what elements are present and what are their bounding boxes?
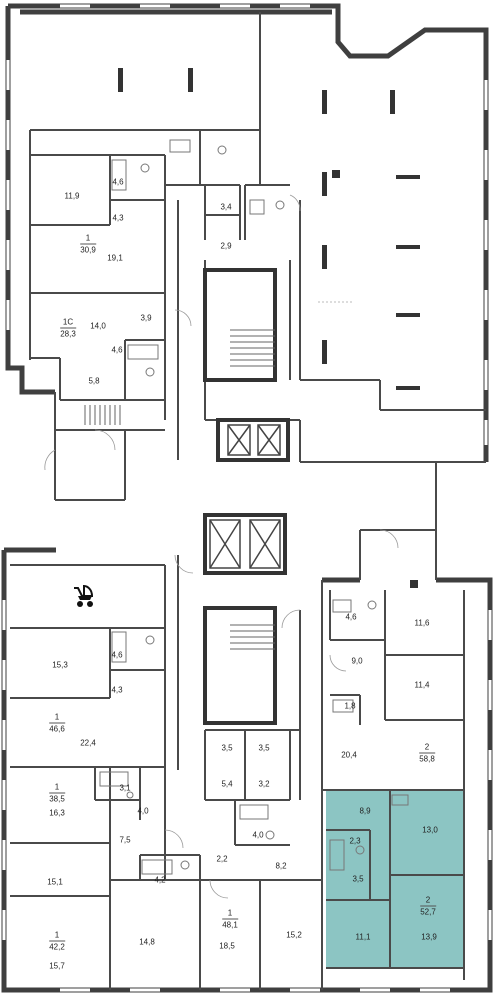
apartment-area: 46,6 [49,722,65,734]
apartment-area: 58,8 [419,752,435,764]
room-area-label: 16,3 [49,808,65,818]
room-area-label: 18,5 [219,941,235,951]
room-area-label: 4,6 [111,345,123,355]
room-area-label: 3,1 [119,783,131,793]
room-area-label: 2,3 [349,836,361,846]
apartment-rooms: 1 [54,930,60,940]
room-area-label: 3,4 [220,202,232,212]
room-area-label: 3,5 [258,743,270,753]
room-area-label: 11,6 [414,618,430,628]
apartment-badge[interactable]: 1 30,9 [77,232,99,255]
room-area-label: 19,1 [107,253,123,263]
apartment-area: 48,1 [222,918,238,930]
room-area-label: 4,3 [112,213,124,223]
room-area-label: 13,9 [421,932,437,942]
apartment-rooms: 2 [424,742,430,752]
apartment-badge[interactable]: 1 48,1 [219,907,241,930]
apartment-area: 42,2 [49,940,65,952]
room-area-label: 15,2 [286,930,302,940]
structural-walls [203,268,290,725]
room-area-label: 4,6 [111,650,123,660]
room-area-label: 14,8 [139,937,155,947]
apartment-badge[interactable]: 1 38,5 [46,781,68,804]
room-area-label: 3,9 [140,313,152,323]
room-area-label: 2,2 [216,854,228,864]
room-area-label: 20,4 [341,750,357,760]
room-area-label: 5,4 [221,779,233,789]
room-area-label: 15,1 [47,877,63,887]
highlighted-apartment-fill[interactable] [326,790,464,968]
door-swings [44,194,399,899]
apartment-rooms: 1 [85,233,91,243]
apartment-badge[interactable]: 1С 28,3 [57,316,79,339]
room-area-label: 1,8 [344,701,356,711]
room-area-label: 4,6 [112,177,124,187]
apartment-rooms: 2 [425,895,431,905]
room-area-label: 13,0 [422,825,438,835]
room-area-label: 3,2 [258,779,270,789]
room-area-label: 9,0 [351,656,363,666]
apartment-rooms: 1С [62,317,74,327]
stroller-icon [74,584,94,607]
apartment-area: 52,7 [420,905,436,917]
windows [2,4,492,992]
plumbing-fixtures [99,139,409,875]
room-area-label: 4,3 [111,685,123,695]
room-area-label: 4,6 [345,612,357,622]
apartment-area: 30,9 [80,243,96,255]
apartment-badge-highlighted[interactable]: 2 52,7 [417,894,439,917]
room-area-label: 5,8 [88,376,100,386]
apartment-area: 28,3 [60,327,76,339]
room-area-label: 4,0 [137,806,149,816]
room-area-label: 14,0 [90,321,106,331]
room-area-label: 3,5 [352,874,364,884]
apartment-rooms: 1 [54,712,60,722]
room-area-label: 11,9 [64,191,80,201]
room-area-label: 8,9 [359,806,371,816]
columns [118,68,420,588]
room-area-label: 15,7 [49,961,65,971]
room-area-label: 11,4 [414,680,430,690]
interior-walls [10,12,486,990]
room-area-label: 3,5 [221,743,233,753]
stairs-icon [84,329,275,650]
room-area-label: 7,5 [119,835,131,845]
room-area-label: 4,2 [154,875,166,885]
apartment-rooms: 1 [227,908,233,918]
room-area-label: 11,1 [355,932,371,942]
apartment-area: 38,5 [49,792,65,804]
apartment-badge[interactable]: 1 42,2 [46,929,68,952]
apartment-badge[interactable]: 1 46,6 [46,711,68,734]
room-area-label: 22,4 [80,738,96,748]
elevator-icon [209,424,281,569]
room-area-label: 4,0 [252,830,264,840]
room-area-label: 8,2 [275,861,287,871]
room-area-label: 2,9 [220,241,232,251]
room-area-label: 15,3 [52,660,68,670]
apartment-badge[interactable]: 2 58,8 [416,741,438,764]
apartment-rooms: 1 [54,782,60,792]
